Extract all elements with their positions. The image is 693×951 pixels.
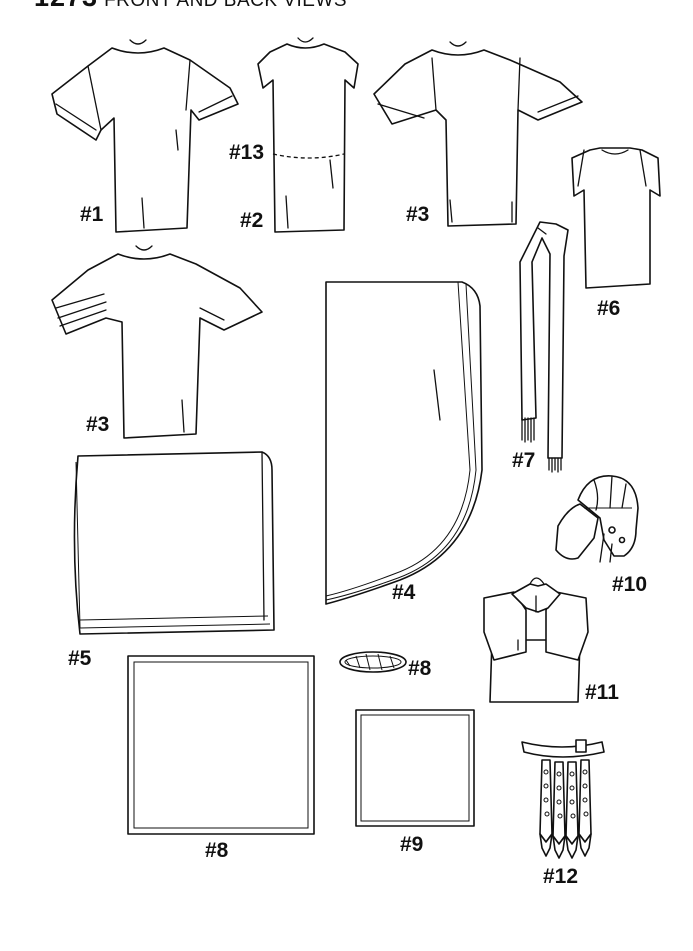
label-blanket-5: #5 — [68, 647, 92, 670]
label-tunic-3-top: #3 — [406, 203, 430, 226]
label-tunic-6: #6 — [597, 297, 621, 320]
tunic-3-drawing — [373, 41, 583, 227]
header-subtitle: FRONT AND BACK VIEWS — [104, 0, 348, 11]
pattern-number: 1273 — [34, 0, 98, 12]
label-tunic-2: #2 — [240, 209, 264, 232]
label-view-13: #13 — [229, 141, 265, 164]
label-scarf-9: #9 — [400, 833, 424, 856]
circlet-8-drawing — [339, 651, 407, 673]
pattern-header: 1273 FRONT AND BACK VIEWS — [34, 0, 347, 13]
blanket-8-drawing — [127, 655, 315, 835]
label-tunic-3-left: #3 — [86, 413, 110, 436]
label-tunic-1: #1 — [80, 203, 104, 226]
tunic-3-left-drawing — [51, 245, 263, 439]
label-helmet-10: #10 — [612, 573, 648, 596]
cloak-4-drawing — [325, 281, 483, 605]
label-belt-12: #12 — [543, 865, 579, 888]
helmet-10-drawing — [555, 475, 639, 563]
tunic-2-drawing — [257, 37, 359, 233]
blanket-5-drawing — [73, 451, 275, 635]
label-blanket-8: #8 — [205, 839, 229, 862]
tunic-1-drawing — [51, 39, 239, 233]
sash-7-drawing — [519, 221, 569, 473]
label-sash-7: #7 — [512, 449, 536, 472]
scarf-9-drawing — [355, 709, 475, 827]
cape-11-drawing — [483, 577, 589, 703]
label-cloak-4: #4 — [392, 581, 416, 604]
label-cape-11: #11 — [585, 681, 619, 704]
belt-12-drawing — [521, 739, 605, 859]
tunic-6-drawing — [571, 147, 661, 289]
label-circlet-8: #8 — [408, 657, 432, 680]
